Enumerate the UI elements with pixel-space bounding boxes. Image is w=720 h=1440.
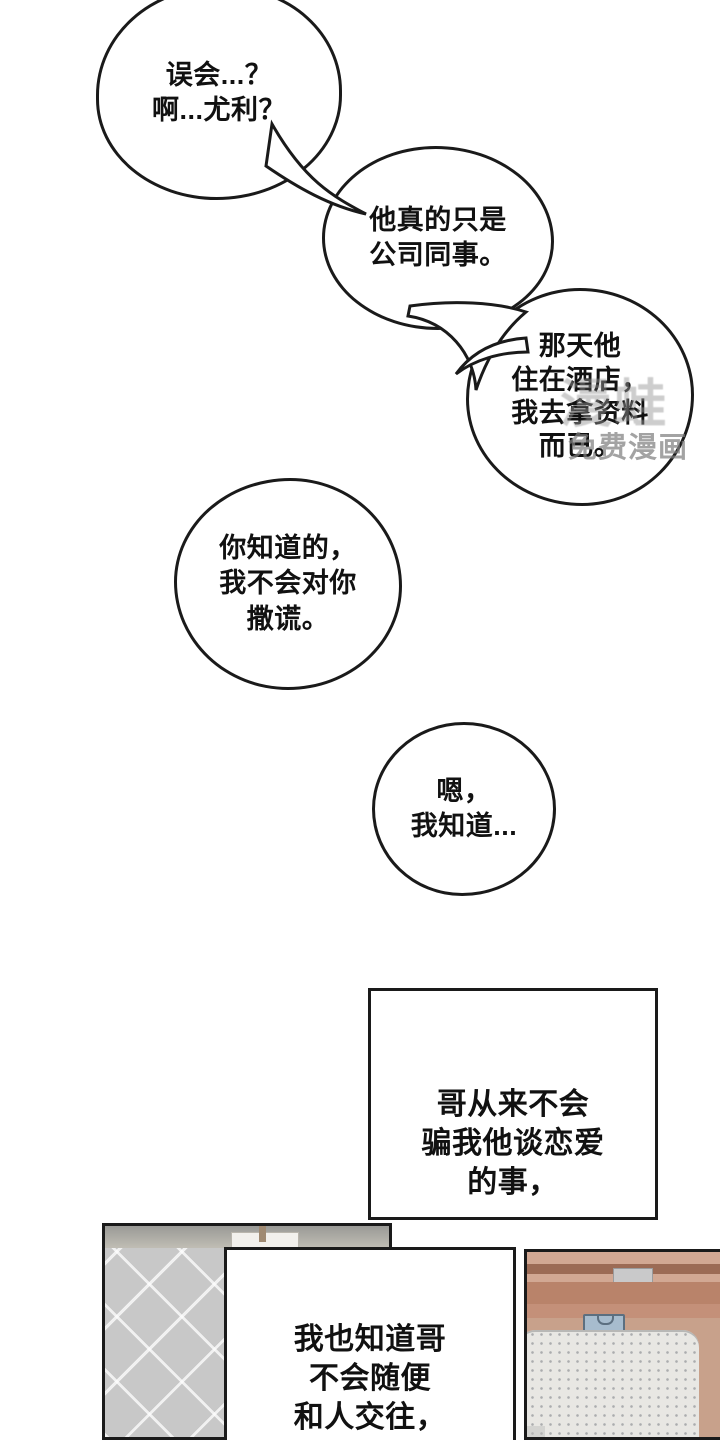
caption-box-2-text: 我也知道哥 不会随便 和人交往， xyxy=(293,1322,447,1434)
towel-fold xyxy=(527,1426,545,1437)
speech-bubble-3-text: 那天他 住在酒店， 我去拿资料 而已。 xyxy=(511,331,649,462)
speech-bubble-3: 那天他 住在酒店， 我去拿资料 而已。 xyxy=(466,288,694,506)
dotted-towel xyxy=(527,1330,699,1437)
shelf-plank-lower xyxy=(527,1304,720,1318)
caption-box-1-text: 哥从来不会 骗我他谈恋爱 的事， xyxy=(421,1087,605,1199)
speech-bubble-5: 嗯， 我知道... xyxy=(372,722,556,896)
caption-box-1: 哥从来不会 骗我他谈恋爱 的事， xyxy=(368,988,658,1220)
speech-bubble-5-text: 嗯， 我知道... xyxy=(410,775,518,841)
speech-bubble-4: 你知道的， 我不会对你 撒谎。 xyxy=(174,478,402,690)
bathroom-shelf-towel-panel xyxy=(524,1249,720,1440)
speech-bubble-1-text: 误会...？ 啊...尤利？ xyxy=(151,59,286,125)
shelf-plank xyxy=(527,1282,720,1304)
speech-bubble-4-text: 你知道的， 我不会对你 撒谎。 xyxy=(219,533,357,634)
speech-bubble-2-text: 他真的只是 公司同事。 xyxy=(369,204,507,270)
faucet-icon xyxy=(259,1226,266,1242)
speech-bubble-2: 他真的只是 公司同事。 xyxy=(322,146,554,330)
caption-box-2: 我也知道哥 不会随便 和人交往， xyxy=(224,1247,516,1440)
speech-bubble-1: 误会...？ 啊...尤利？ xyxy=(96,0,342,200)
